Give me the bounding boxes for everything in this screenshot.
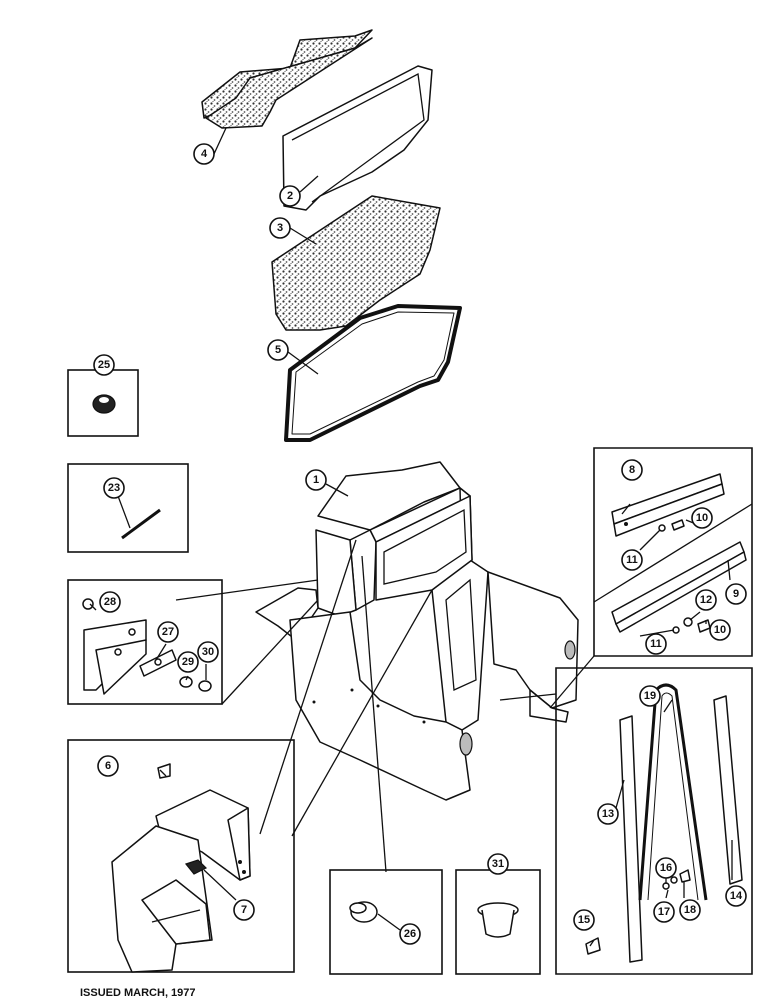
svg-text:10: 10 [696, 512, 708, 524]
svg-text:11: 11 [650, 638, 662, 650]
trim-strip-9 [611, 541, 747, 633]
svg-text:23: 23 [108, 482, 120, 494]
svg-text:18: 18 [684, 904, 696, 916]
svg-text:12: 12 [700, 594, 712, 606]
callout-6: 6 [97, 755, 119, 777]
callout-12: 12 [695, 589, 717, 611]
callout-8: 8 [621, 459, 643, 481]
box-23 [67, 463, 189, 553]
callout-14: 14 [725, 885, 747, 907]
svg-text:25: 25 [98, 359, 110, 371]
box-door-seal [555, 667, 753, 975]
svg-text:27: 27 [162, 626, 174, 638]
svg-text:8: 8 [629, 464, 635, 476]
door-seal-parts [585, 683, 743, 963]
roof-panel [282, 65, 433, 211]
roof-seal [284, 304, 462, 442]
svg-text:1: 1 [313, 474, 319, 486]
callout-1: 1 [305, 469, 327, 491]
callout-10b: 10 [709, 619, 731, 641]
plug-part [349, 901, 378, 923]
callout-16: 16 [655, 857, 677, 879]
svg-text:13: 13 [602, 808, 614, 820]
callout-30: 30 [197, 641, 219, 663]
leader-lines [89, 127, 733, 947]
rod-part [121, 508, 161, 540]
callout-29: 29 [177, 651, 199, 673]
callout-11b: 11 [645, 633, 667, 655]
callout-31: 31 [487, 853, 509, 875]
callout-25: 25 [93, 354, 115, 376]
box-6-7 [67, 739, 295, 973]
callout-10a: 10 [691, 507, 713, 529]
callout-23: 23 [103, 477, 125, 499]
svg-text:9: 9 [733, 588, 739, 600]
callout-7: 7 [233, 899, 255, 921]
callout-27: 27 [157, 621, 179, 643]
svg-text:29: 29 [182, 656, 194, 668]
callout-17: 17 [653, 901, 675, 923]
trim-strip-8 [611, 473, 725, 537]
svg-text:14: 14 [730, 890, 743, 902]
box-26 [329, 869, 443, 975]
svg-text:7: 7 [241, 904, 247, 916]
trim-box [593, 447, 753, 657]
grommet-part [92, 394, 116, 414]
svg-text:2: 2 [287, 190, 293, 202]
svg-text:30: 30 [202, 646, 214, 658]
svg-text:6: 6 [105, 760, 111, 772]
insulation-panel [271, 195, 441, 331]
svg-text:15: 15 [578, 914, 590, 926]
callout-18: 18 [679, 899, 701, 921]
callout-5: 5 [267, 339, 289, 361]
callout-3: 3 [269, 217, 291, 239]
svg-text:31: 31 [492, 858, 504, 870]
callout-15: 15 [573, 909, 595, 931]
screws [658, 519, 711, 634]
callout-19: 19 [639, 685, 661, 707]
headliner-panel [201, 29, 373, 129]
svg-text:17: 17 [658, 906, 670, 918]
svg-text:26: 26 [404, 928, 416, 940]
svg-text:3: 3 [277, 222, 283, 234]
issued-date: ISSUED MARCH, 1977 [80, 987, 196, 999]
cap-part [477, 902, 519, 938]
svg-text:4: 4 [201, 148, 208, 160]
hinge-bracket [82, 598, 212, 695]
svg-text:19: 19 [644, 690, 656, 702]
svg-text:10: 10 [714, 624, 726, 636]
box-hinge [67, 579, 223, 705]
svg-text:5: 5 [275, 344, 281, 356]
svg-text:11: 11 [626, 554, 638, 566]
callout-26: 26 [399, 923, 421, 945]
console-part [111, 825, 213, 973]
svg-text:16: 16 [660, 862, 672, 874]
callout-4: 4 [193, 143, 215, 165]
callout-13: 13 [597, 803, 619, 825]
svg-text:28: 28 [104, 596, 116, 608]
callout-11a: 11 [621, 549, 643, 571]
callout-28: 28 [99, 591, 121, 613]
callout-9: 9 [725, 583, 747, 605]
callout-2: 2 [279, 185, 301, 207]
cab-frame [255, 461, 579, 801]
